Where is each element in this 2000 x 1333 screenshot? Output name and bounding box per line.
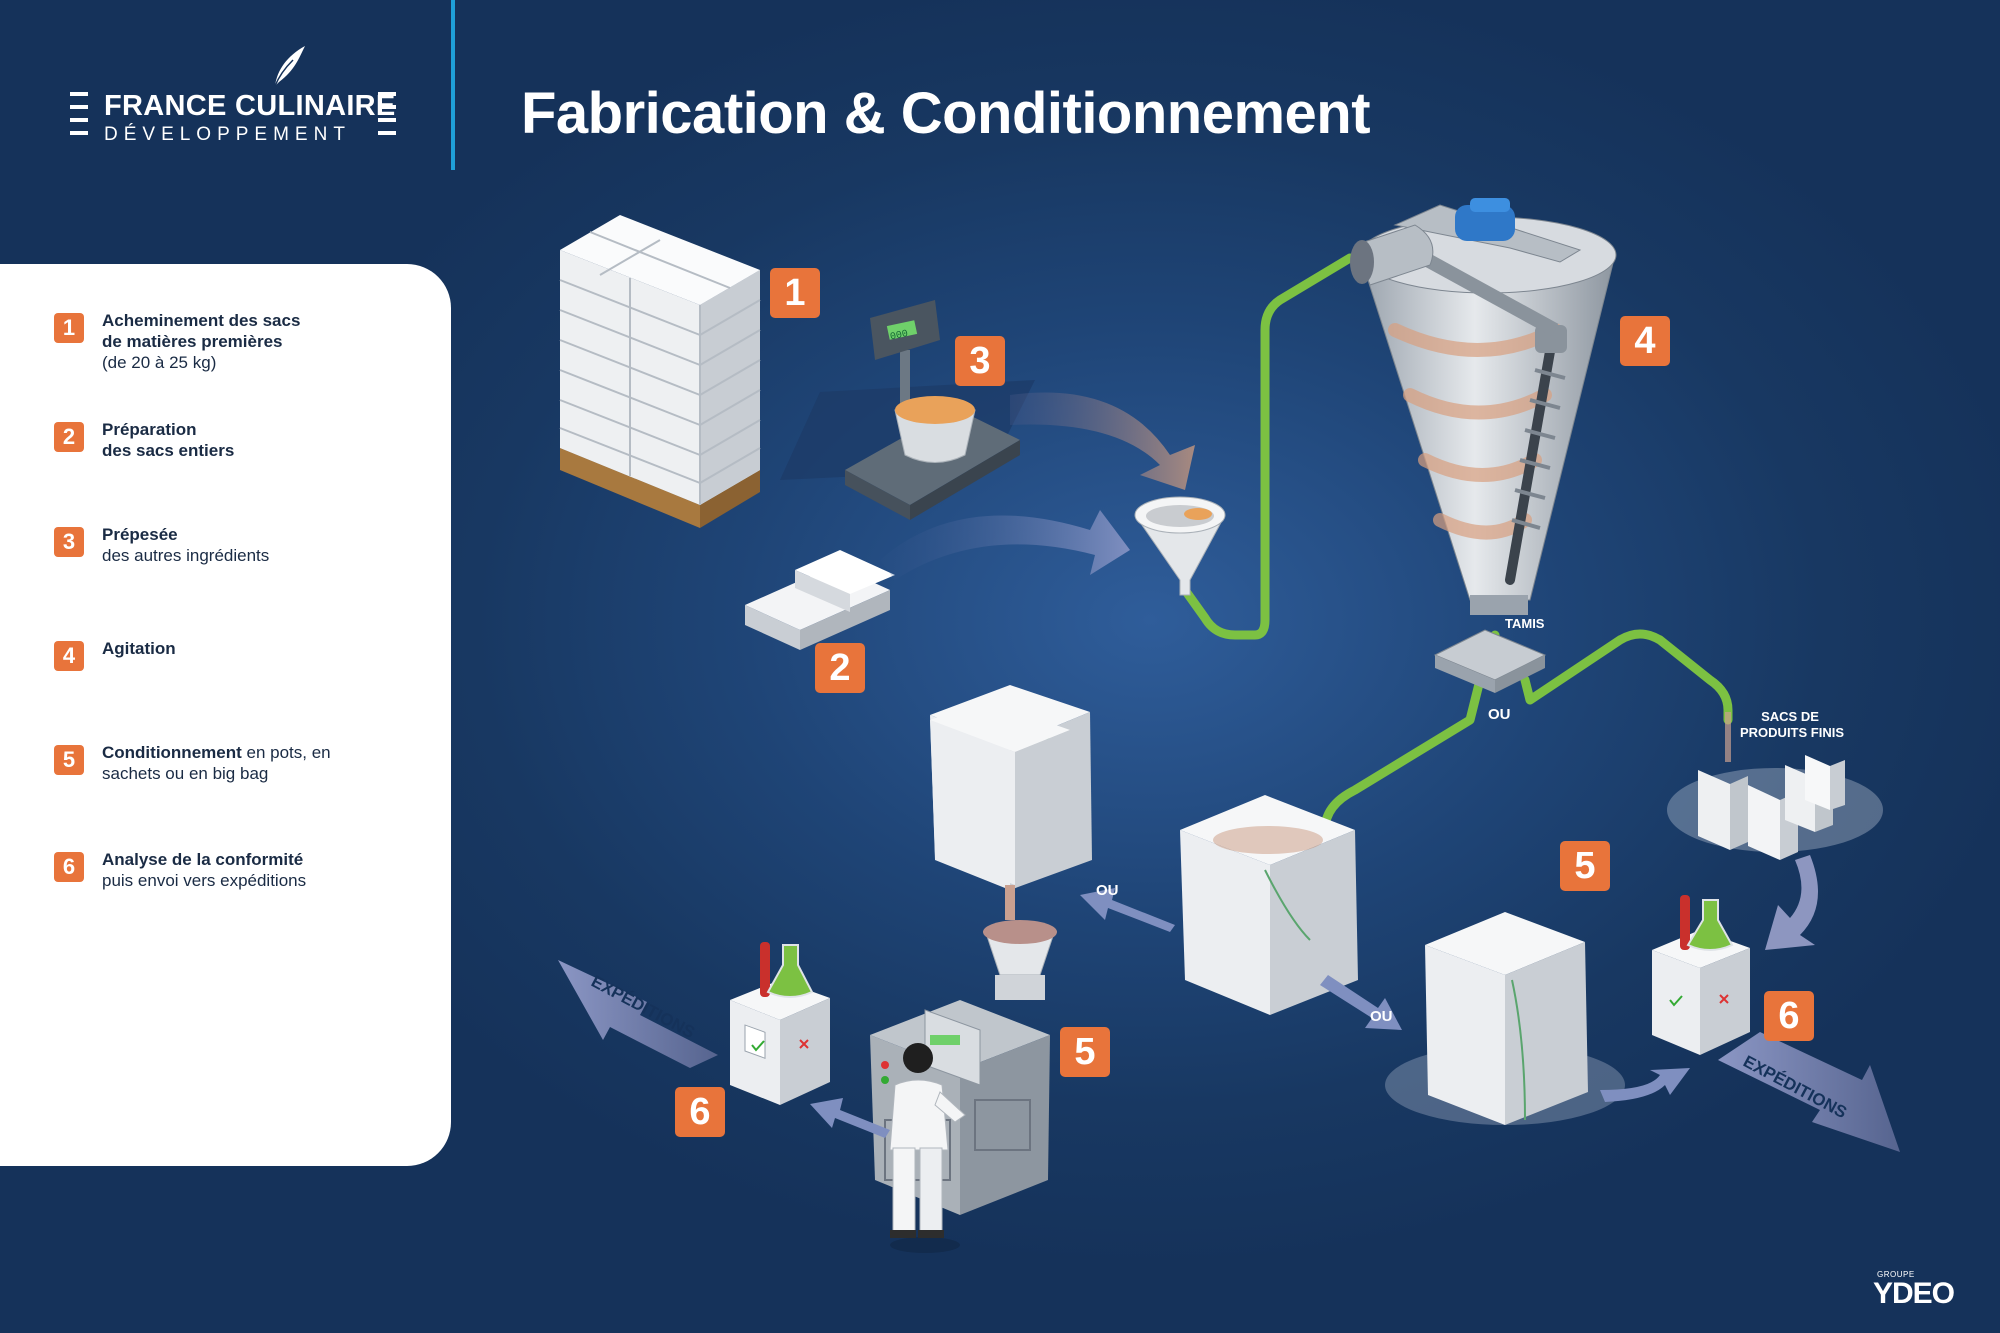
badge-step-6-left: 6: [675, 1087, 725, 1137]
badge-step-6-right: 6: [1764, 991, 1814, 1041]
ou-label-center: OU: [1488, 706, 1511, 723]
step-number: 4: [54, 641, 84, 671]
tamis-label: TAMIS: [1505, 616, 1545, 631]
logo-bars-right: [378, 92, 396, 136]
brand-name: FRANCE CULINAIRE: [104, 90, 396, 122]
badge-step-5-bigbag: 5: [1560, 841, 1610, 891]
sieve: [1433, 629, 1547, 693]
finished-product-sacks: [1667, 712, 1883, 950]
arrow-sacks-down: [1765, 855, 1818, 950]
arrow-ou-left: [1080, 888, 1175, 932]
weighing-scale: 000: [780, 300, 1035, 520]
arrow-ou-right: [1320, 975, 1402, 1030]
brand-subtitle: DÉVELOPPEMENT: [104, 124, 351, 145]
logo-bars-left: [70, 92, 88, 136]
big-bag-lower-right: [1385, 912, 1625, 1125]
ou-label-left: OU: [1096, 882, 1119, 899]
analysis-box-left: [730, 942, 830, 1105]
arrow-scale-to-funnel: [1010, 392, 1195, 490]
funnel: [1134, 496, 1226, 596]
badge-step-2: 2: [815, 643, 865, 693]
step-number: 2: [54, 422, 84, 452]
page-title: Fabrication & Conditionnement: [521, 81, 1371, 146]
badge-step-3: 3: [955, 336, 1005, 386]
big-bag-center: [1180, 795, 1358, 1015]
header-divider: [451, 0, 455, 170]
badge-step-5-machine: 5: [1060, 1027, 1110, 1077]
loose-sacks: [745, 550, 895, 650]
arrow-sacks-to-funnel: [880, 510, 1130, 580]
expeditions-arrow-left: EXPÉDITIONS: [558, 960, 718, 1068]
leaf-icon: [274, 46, 305, 87]
step-number: 3: [54, 527, 84, 557]
pallet-of-sacks: [559, 215, 761, 528]
operator: [889, 1043, 966, 1253]
ou-label-right: OU: [1370, 1008, 1393, 1025]
step-number: 1: [54, 313, 84, 343]
arrow-machine-to-analysis: [810, 1098, 890, 1138]
scale-display: 000: [889, 329, 909, 344]
badge-step-4: 4: [1620, 316, 1670, 366]
arrow-bigbag-to-analysis: [1600, 1068, 1690, 1102]
expeditions-arrow-right: EXPÉDITIONS: [1718, 1032, 1900, 1152]
ydeo-text: YDEO: [1873, 1277, 1955, 1310]
ydeo-logo: GROUPE YDEO: [1873, 1270, 1955, 1310]
step-number: 5: [54, 745, 84, 775]
badge-step-1: 1: [770, 268, 820, 318]
analysis-box-right: [1652, 895, 1750, 1055]
group-label: GROUPE: [1877, 1270, 1915, 1279]
brand-logo: FRANCE CULINAIRE DÉVELOPPEMENT: [70, 40, 410, 150]
step-number: 6: [54, 852, 84, 882]
cone-mixer: [1350, 198, 1617, 615]
step-text: Agitation: [102, 639, 176, 658]
